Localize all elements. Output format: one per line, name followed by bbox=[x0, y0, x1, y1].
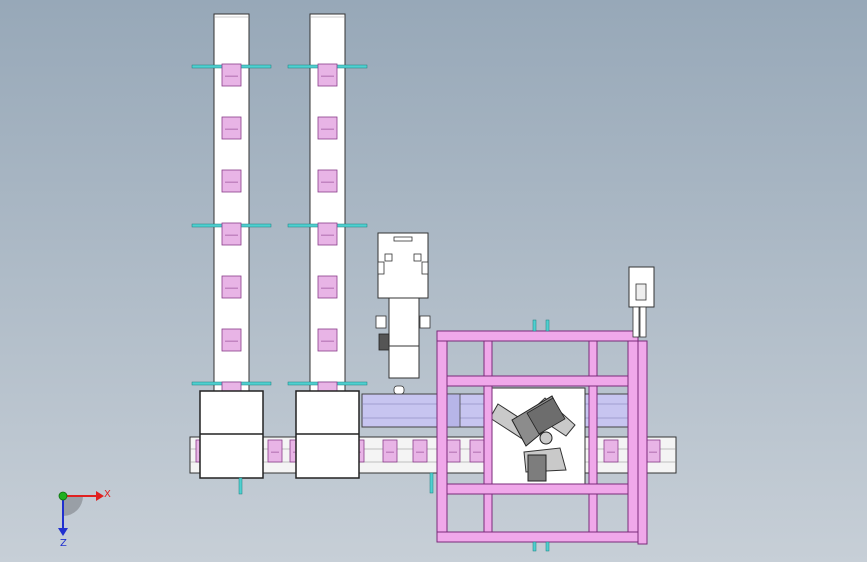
pusher-cylinder-unit bbox=[375, 232, 431, 379]
carrier bbox=[317, 275, 338, 299]
orientation-triad: X Z bbox=[58, 489, 111, 549]
carrier bbox=[469, 439, 485, 463]
axis-x-arrow-icon bbox=[96, 491, 104, 501]
outer-frame bbox=[429, 319, 648, 552]
carrier bbox=[603, 439, 619, 463]
carrier bbox=[317, 63, 338, 87]
carrier bbox=[317, 222, 338, 246]
carrier bbox=[317, 116, 338, 140]
rotary-indexer bbox=[489, 387, 586, 485]
carrier bbox=[221, 169, 242, 193]
carrier bbox=[412, 439, 428, 463]
column-2-drive-box bbox=[295, 390, 360, 479]
axis-z-label: Z bbox=[60, 538, 67, 549]
carrier bbox=[221, 116, 242, 140]
vertical-column-2 bbox=[287, 13, 368, 405]
axis-x-label: X bbox=[104, 489, 111, 500]
carrier bbox=[445, 439, 461, 463]
carrier bbox=[317, 169, 338, 193]
column-1-drive-box bbox=[199, 390, 264, 495]
carrier bbox=[382, 439, 398, 463]
vertical-column-1 bbox=[191, 13, 272, 405]
carrier bbox=[317, 328, 338, 352]
column-1-carriers bbox=[221, 63, 242, 405]
carrier bbox=[221, 328, 242, 352]
carrier bbox=[221, 63, 242, 87]
carrier bbox=[221, 222, 242, 246]
bottom-conveyor-carriers bbox=[195, 439, 661, 463]
carrier bbox=[267, 439, 283, 463]
carrier bbox=[645, 439, 661, 463]
sensor-post bbox=[628, 266, 655, 338]
carrier bbox=[221, 275, 242, 299]
axis-y-dot-icon bbox=[58, 491, 68, 501]
axis-z-arrow-icon bbox=[58, 528, 68, 536]
